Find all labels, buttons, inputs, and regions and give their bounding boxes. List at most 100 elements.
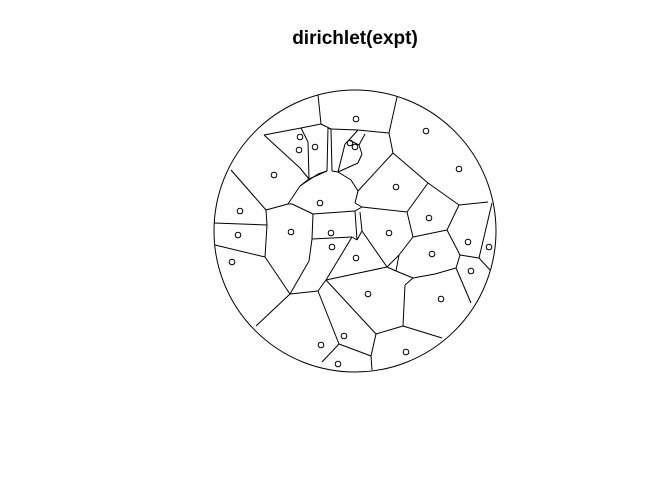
tile-edge	[311, 213, 314, 240]
tile-edge	[325, 266, 388, 281]
tile-edge	[354, 190, 359, 204]
tile-edge	[357, 152, 394, 192]
tile-edge	[300, 127, 309, 143]
tile-edge	[459, 254, 480, 259]
data-point	[270, 171, 278, 179]
data-point	[328, 243, 336, 251]
data-point	[316, 199, 324, 207]
data-point	[467, 267, 475, 275]
tile-edge	[388, 132, 394, 154]
tile-edge	[300, 123, 322, 129]
tile-edge	[263, 127, 302, 136]
data-point	[311, 143, 319, 151]
tile-edge	[230, 169, 267, 211]
tile-edge	[330, 128, 359, 131]
tile-edge	[406, 182, 429, 213]
data-point	[392, 183, 400, 191]
tile-edge	[478, 202, 493, 259]
data-point	[352, 254, 360, 262]
tile-edge	[265, 209, 268, 226]
tile-edge	[434, 267, 457, 275]
tile-edge	[327, 127, 332, 130]
tile-edge	[213, 222, 268, 226]
tile-edge	[386, 266, 397, 272]
tile-edge	[291, 203, 314, 215]
data-point	[352, 115, 360, 123]
tile-edge	[398, 236, 414, 256]
tile-edge	[392, 152, 429, 184]
tile-edge	[402, 284, 406, 327]
data-point	[464, 238, 472, 246]
data-points	[228, 115, 493, 368]
tile-edge	[386, 254, 400, 268]
tile-edge	[356, 230, 363, 241]
tile-edge	[455, 254, 461, 269]
tile-edge	[338, 343, 372, 357]
tile-edge	[348, 129, 359, 141]
tile-edge	[311, 236, 353, 240]
data-point	[422, 127, 430, 135]
tile-edge	[287, 185, 301, 205]
tile-edge	[404, 277, 414, 286]
data-point	[485, 243, 493, 251]
data-point	[228, 258, 236, 266]
tile-edge	[214, 244, 266, 258]
tile-edge	[446, 229, 461, 256]
tile-edge	[337, 171, 352, 181]
tile-edge	[412, 273, 436, 279]
tile-edge	[321, 343, 340, 363]
tile-edge	[348, 139, 360, 146]
tile-edge	[388, 96, 398, 134]
tile-edge	[427, 182, 460, 206]
data-point	[455, 165, 463, 173]
data-point	[236, 207, 244, 215]
data-point	[327, 229, 335, 237]
tile-edge	[331, 170, 339, 173]
data-point	[346, 139, 354, 147]
plot-title: dirichlet(expt)	[292, 28, 418, 49]
tile-edge	[370, 333, 377, 357]
tile-edge	[317, 94, 322, 125]
data-point	[428, 250, 436, 258]
tile-edge	[317, 279, 327, 292]
tile-edge	[265, 203, 289, 211]
tile-edge	[357, 153, 363, 164]
tile-edge	[325, 279, 377, 335]
tile-edge	[478, 257, 491, 271]
tile-edge	[312, 210, 356, 215]
tile-edge	[354, 210, 358, 241]
tile-edge	[299, 167, 310, 180]
tile-edge	[337, 162, 359, 173]
tile-edge	[359, 211, 363, 232]
tile-edge	[458, 201, 489, 206]
tile-edge	[370, 355, 373, 371]
data-point	[334, 360, 342, 368]
tile-edge	[358, 133, 366, 146]
tile-edge	[308, 238, 313, 262]
tile-edge	[337, 143, 346, 173]
tile-edge	[263, 134, 301, 169]
data-point	[425, 214, 433, 222]
tile-edge	[264, 224, 268, 258]
data-point	[234, 231, 242, 239]
tile-edge	[361, 206, 408, 213]
tile-edge	[317, 170, 328, 175]
tile-edge	[289, 260, 310, 295]
tile-edge	[455, 267, 472, 304]
tile-edge	[350, 179, 359, 192]
data-point	[364, 290, 372, 298]
tile-edge	[299, 173, 319, 187]
data-point	[340, 332, 348, 340]
tile-edge	[325, 236, 353, 281]
data-point	[295, 146, 303, 154]
tile-edges	[213, 94, 493, 371]
data-point	[437, 295, 445, 303]
data-point	[351, 143, 359, 151]
tile-edge	[330, 128, 333, 172]
tile-edge	[351, 236, 358, 241]
window-boundary	[213, 89, 497, 373]
tile-edge	[255, 293, 291, 327]
data-point	[287, 228, 295, 236]
tile-edge	[395, 254, 400, 272]
